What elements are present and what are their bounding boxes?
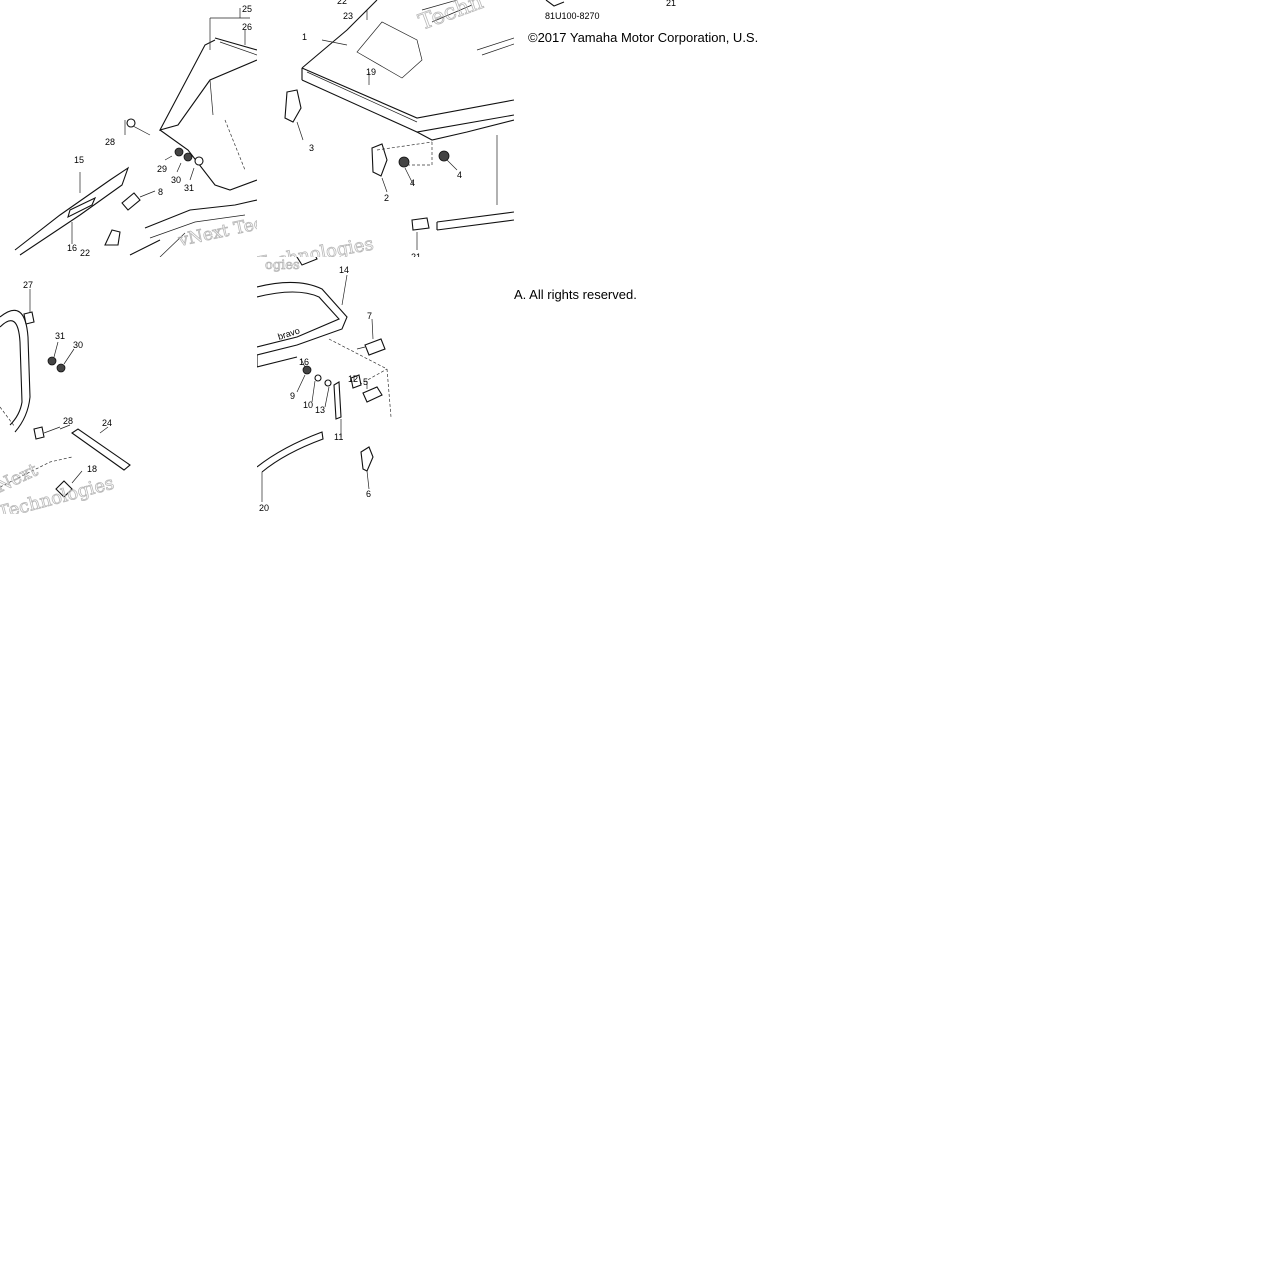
callout-23: 23 — [343, 11, 353, 21]
callout-30: 30 — [171, 175, 181, 185]
callout-13: 13 — [315, 405, 325, 415]
watermark: ogies — [265, 258, 300, 273]
callout-21: 21 — [411, 252, 421, 257]
parts-drawing-frame: 27 31 30 28 24 18 vNext Technologies — [0, 280, 131, 514]
callout-6: 6 — [366, 489, 371, 499]
callout-14: 14 — [339, 265, 349, 275]
rights-reserved-text: A. All rights reserved. — [514, 287, 637, 302]
callout-8: 8 — [158, 187, 163, 197]
callout-22: 22 — [337, 0, 347, 6]
callout-12: 12 — [348, 374, 358, 384]
callout-21: 21 — [666, 0, 676, 8]
parts-drawing-windshield: 25 26 28 15 29 30 31 8 16 22 vNext Techn… — [14, 4, 257, 257]
parts-drawing-hood: 22 23 1 19 3 2 4 4 21 Techn Technologies — [257, 0, 514, 257]
callout-15: 15 — [74, 155, 84, 165]
watermark: Technologies — [257, 234, 375, 257]
callout-27: 27 — [23, 280, 33, 290]
callout-22: 22 — [80, 248, 90, 257]
diagram-tile-bottom-middle: bravo 14 7 16 9 10 13 12 5 11 6 20 ogies — [257, 257, 514, 514]
watermark: vNext Technologies — [176, 196, 257, 251]
diagram-tile-bottom-left: 27 31 30 28 24 18 vNext Technologies — [0, 257, 257, 514]
diagram-tile-top-right: 81U100-8270 21 — [514, 0, 771, 26]
callout-10: 10 — [303, 400, 313, 410]
diagram-tile-top-left: 25 26 28 15 29 30 31 8 16 22 vNext Techn… — [0, 0, 257, 257]
callout-16: 16 — [67, 243, 77, 253]
callout-7: 7 — [367, 311, 372, 321]
callout-31: 31 — [184, 183, 194, 193]
callout-28: 28 — [105, 137, 115, 147]
callout-18: 18 — [87, 464, 97, 474]
callout-9: 9 — [290, 391, 295, 401]
callout-5: 5 — [363, 377, 368, 387]
copyright-text: ©2017 Yamaha Motor Corporation, U.S. — [528, 30, 759, 45]
callout-25: 25 — [242, 4, 252, 14]
callout-4: 4 — [410, 178, 415, 188]
callout-28: 28 — [63, 416, 73, 426]
callout-26: 26 — [242, 22, 252, 32]
callout-3: 3 — [309, 143, 314, 153]
callout-30: 30 — [73, 340, 83, 350]
callout-1: 1 — [302, 32, 307, 42]
callout-4b: 4 — [457, 170, 462, 180]
callout-20: 20 — [259, 503, 269, 513]
callout-29: 29 — [157, 164, 167, 174]
diagram-code: 81U100-8270 — [545, 11, 600, 21]
callout-16: 16 — [299, 357, 309, 367]
callout-19: 19 — [366, 67, 376, 77]
callout-2: 2 — [384, 193, 389, 203]
parts-drawing-console: bravo 14 7 16 9 10 13 12 5 11 6 20 ogies — [257, 257, 392, 513]
diagram-tile-top-middle: 22 23 1 19 3 2 4 4 21 Techn Technologies — [257, 0, 514, 257]
parts-drawing-fragment: 81U100-8270 21 — [545, 0, 676, 21]
callout-11: 11 — [334, 432, 343, 442]
callout-31: 31 — [55, 331, 65, 341]
callout-24: 24 — [102, 418, 112, 428]
watermark: Techn — [416, 0, 487, 36]
